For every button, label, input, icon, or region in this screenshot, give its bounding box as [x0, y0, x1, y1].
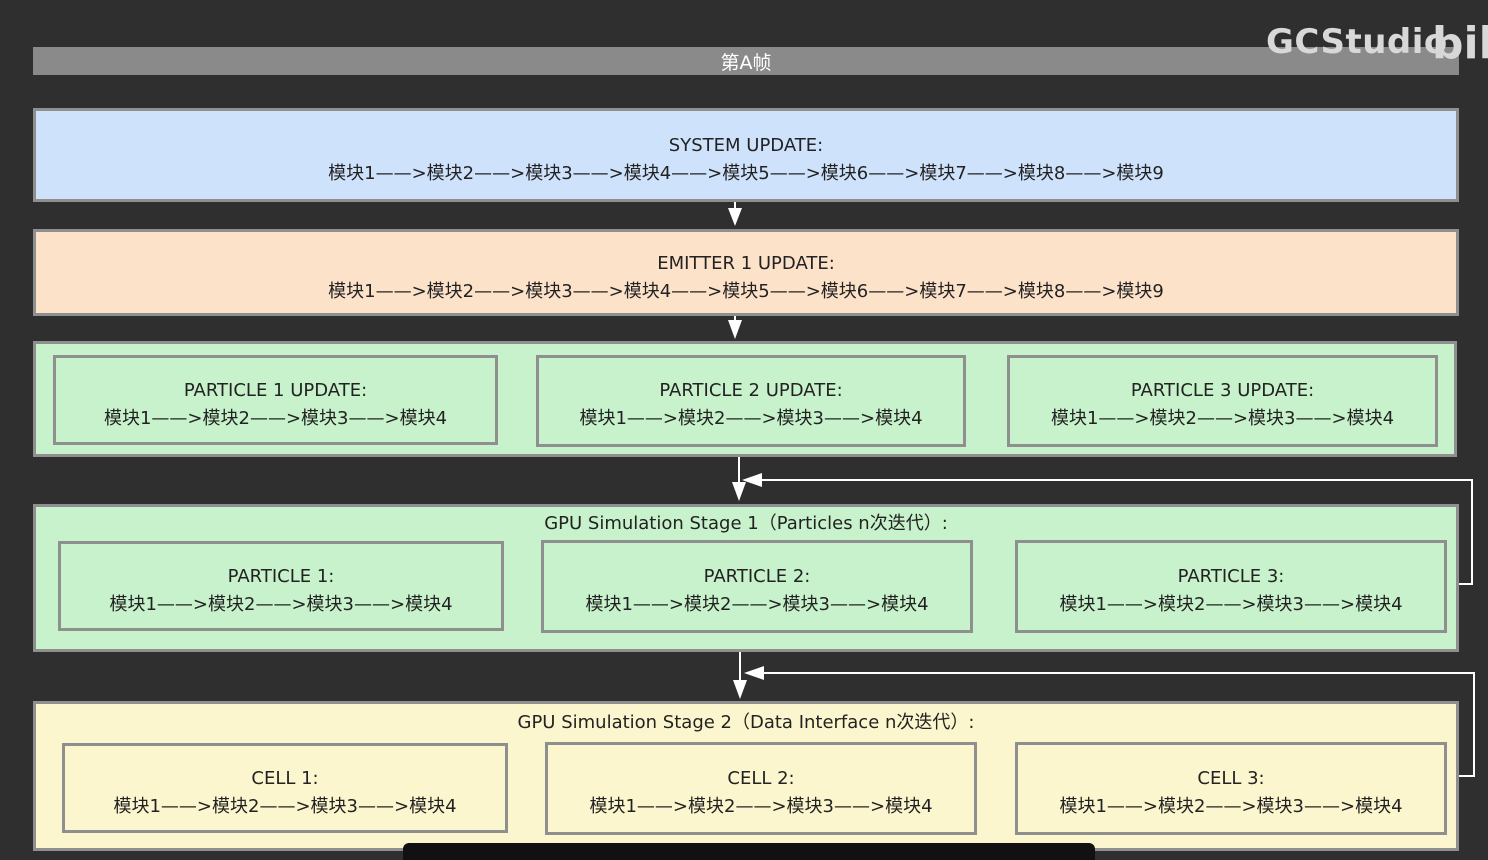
particle-2-update-box: PARTICLE 2 UPDATE: 模块1——>模块2——>模块3——>模块4: [536, 355, 966, 447]
particle-update-group: PARTICLE 1 UPDATE: 模块1——>模块2——>模块3——>模块4…: [33, 341, 1457, 457]
frame-label-bar: 第A帧: [33, 47, 1459, 75]
bottom-overlay-bar: [403, 843, 1095, 860]
stage1-particle-3-chain: 模块1——>模块2——>模块3——>模块4: [1059, 594, 1403, 615]
stage1-particle-2-title: PARTICLE 2:: [703, 566, 811, 587]
gpu-stage-1-title: GPU Simulation Stage 1（Particles n次迭代）:: [544, 513, 948, 534]
stage2-cell-3-chain: 模块1——>模块2——>模块3——>模块4: [1059, 796, 1403, 817]
emitter-update-title: EMITTER 1 UPDATE:: [657, 253, 835, 274]
frame-label: 第A帧: [720, 52, 772, 74]
arrowhead-system-to-emitter: [728, 208, 742, 226]
emitter-update-block: EMITTER 1 UPDATE: 模块1——>模块2——>模块3——>模块4—…: [33, 229, 1459, 316]
particle-2-update-chain: 模块1——>模块2——>模块3——>模块4: [579, 408, 923, 429]
stage1-particle-2-box: PARTICLE 2: 模块1——>模块2——>模块3——>模块4: [541, 540, 973, 633]
arrowhead-particles-to-stage1: [732, 482, 746, 501]
particle-1-update-box: PARTICLE 1 UPDATE: 模块1——>模块2——>模块3——>模块4: [53, 355, 498, 445]
stage1-particle-2-chain: 模块1——>模块2——>模块3——>模块4: [585, 594, 929, 615]
loop-arrow-stage1: [756, 479, 1473, 585]
loop-arrow-stage2: [758, 672, 1475, 777]
arrowhead-stage1-to-stage2: [733, 680, 747, 699]
particle-3-update-title: PARTICLE 3 UPDATE:: [1130, 380, 1315, 401]
stage2-cell-1-chain: 模块1——>模块2——>模块3——>模块4: [113, 796, 457, 817]
stage2-cell-1-title: CELL 1:: [251, 768, 319, 789]
arrowhead-loop-stage1: [742, 473, 762, 487]
stage2-cell-2-chain: 模块1——>模块2——>模块3——>模块4: [589, 796, 933, 817]
bilibili-logo: bili: [1432, 18, 1488, 69]
particle-2-update-title: PARTICLE 2 UPDATE:: [659, 380, 843, 401]
gpu-stage-1-block: GPU Simulation Stage 1（Particles n次迭代）: …: [33, 504, 1459, 652]
stage1-particle-1-box: PARTICLE 1: 模块1——>模块2——>模块3——>模块4: [58, 541, 504, 631]
stage2-cell-2-title: CELL 2:: [727, 768, 795, 789]
emitter-update-chain: 模块1——>模块2——>模块3——>模块4——>模块5——>模块6——>模块7—…: [328, 281, 1164, 302]
system-update-title: SYSTEM UPDATE:: [668, 135, 824, 156]
particle-3-update-box: PARTICLE 3 UPDATE: 模块1——>模块2——>模块3——>模块4: [1007, 355, 1438, 447]
arrowhead-emitter-to-particles: [728, 320, 742, 339]
stage1-particle-3-title: PARTICLE 3:: [1177, 566, 1285, 587]
stage2-cell-3-title: CELL 3:: [1197, 768, 1265, 789]
gpu-stage-2-title: GPU Simulation Stage 2（Data Interface n次…: [517, 712, 975, 733]
stage1-particle-1-chain: 模块1——>模块2——>模块3——>模块4: [109, 594, 453, 615]
stage2-cell-1-box: CELL 1: 模块1——>模块2——>模块3——>模块4: [62, 743, 508, 833]
particle-3-update-chain: 模块1——>模块2——>模块3——>模块4: [1050, 408, 1395, 429]
system-update-block: SYSTEM UPDATE: 模块1——>模块2——>模块3——>模块4——>模…: [33, 108, 1459, 202]
particle-1-update-chain: 模块1——>模块2——>模块3——>模块4: [103, 408, 448, 429]
arrowhead-loop-stage2: [744, 666, 764, 680]
particle-1-update-title: PARTICLE 1 UPDATE:: [183, 380, 368, 401]
gcstudio-logo: GCStudio: [1266, 22, 1448, 62]
stage2-cell-2-box: CELL 2: 模块1——>模块2——>模块3——>模块4: [545, 742, 977, 835]
stage2-cell-3-box: CELL 3: 模块1——>模块2——>模块3——>模块4: [1015, 742, 1447, 835]
system-update-chain: 模块1——>模块2——>模块3——>模块4——>模块5——>模块6——>模块7—…: [328, 163, 1164, 184]
stage1-particle-3-box: PARTICLE 3: 模块1——>模块2——>模块3——>模块4: [1015, 540, 1447, 633]
stage1-particle-1-title: PARTICLE 1:: [227, 566, 335, 587]
